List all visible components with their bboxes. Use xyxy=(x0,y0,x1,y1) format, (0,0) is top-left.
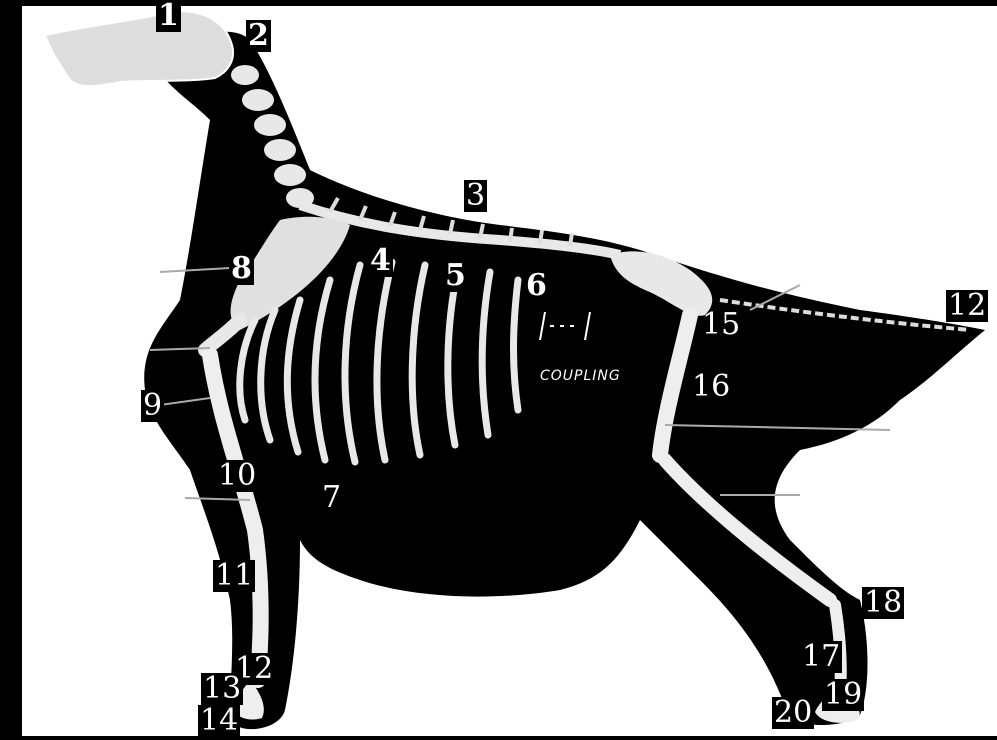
label-10: 10 xyxy=(216,460,258,492)
label-12-tail: 12 xyxy=(946,290,988,322)
label-3: 3 xyxy=(464,180,487,212)
label-16: 16 xyxy=(692,372,730,402)
label-17: 17 xyxy=(800,641,842,673)
coupling-annotation: COUPLING xyxy=(540,368,621,384)
label-7: 7 xyxy=(322,483,341,513)
label-13: 13 xyxy=(201,673,243,705)
label-2: 2 xyxy=(246,20,271,52)
label-8: 8 xyxy=(229,253,254,285)
label-1: 1 xyxy=(156,0,181,32)
label-20: 20 xyxy=(772,697,814,729)
label-19: 19 xyxy=(822,679,864,711)
label-6: 6 xyxy=(524,270,549,302)
label-15: 15 xyxy=(702,310,740,340)
label-4: 4 xyxy=(368,245,393,277)
label-11: 11 xyxy=(213,560,255,592)
label-18: 18 xyxy=(862,587,904,619)
label-9: 9 xyxy=(141,390,164,422)
label-5: 5 xyxy=(443,260,468,292)
label-14: 14 xyxy=(198,705,240,737)
